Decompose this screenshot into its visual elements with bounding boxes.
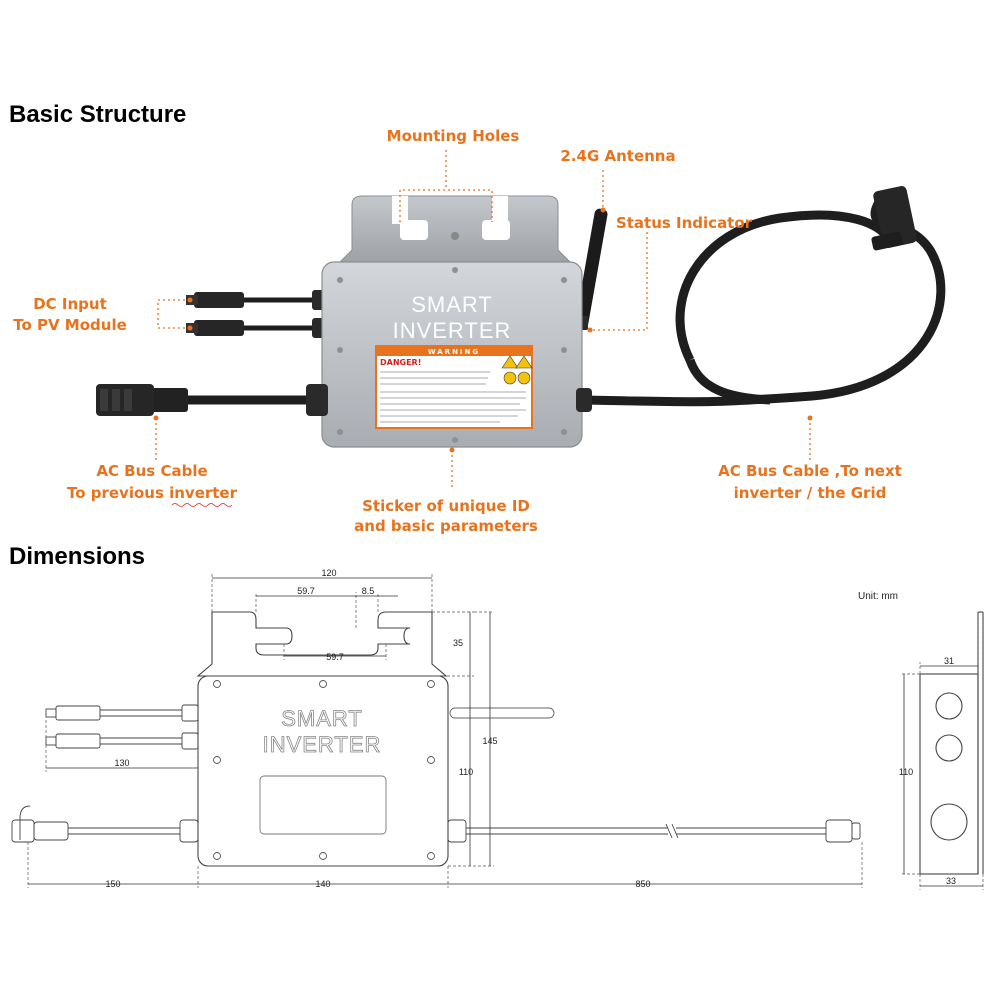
mounting-slot-right — [492, 196, 508, 224]
dimensions-heading: Dimensions — [9, 543, 145, 570]
dim-ext-31 — [919, 612, 979, 674]
dim-flange-outline — [196, 611, 448, 677]
dim-ext-side-110 — [900, 673, 920, 875]
mounting-flange — [338, 195, 572, 263]
dim-140: 140 — [315, 879, 330, 889]
dim-850: 850 — [635, 879, 650, 889]
dim-120: 120 — [321, 568, 336, 578]
dim-130: 130 — [114, 758, 129, 768]
dim-screw-holes — [213, 680, 435, 860]
sticker-title: DANGER! — [380, 358, 421, 367]
ac-gland-left — [306, 384, 328, 416]
dim-ext-59-bottom — [283, 644, 387, 660]
ac-bus-cable-left — [96, 384, 320, 416]
ac-next-label-1: AC Bus Cable ,To next — [718, 462, 902, 480]
dim-ext-120 — [211, 574, 433, 612]
ac-next-label-2: inverter / the Grid — [734, 484, 887, 502]
dim-sticker-outline — [259, 775, 387, 835]
device-label-smart: SMART — [411, 292, 493, 317]
dim-label-inverter: INVERTER — [263, 732, 382, 757]
dim-59-top: 59.7 — [297, 586, 315, 596]
dc-input-leader — [157, 299, 190, 329]
dim-body-outline — [197, 675, 449, 867]
dim-ext-59-top — [255, 592, 357, 628]
dc-input-label-2: To PV Module — [13, 316, 127, 334]
dim-label-smart: SMART — [281, 706, 363, 731]
sticker-label-1: Sticker of unique ID — [362, 497, 530, 515]
dim-35: 35 — [453, 638, 463, 648]
dc-input-cables — [186, 290, 326, 338]
ac-prev-label-2: To previous inverter — [67, 484, 238, 502]
dim-ext-35 — [432, 611, 474, 677]
dim-antenna-outline — [449, 707, 555, 719]
dim-31: 31 — [944, 656, 954, 666]
ac-prev-label-1: AC Bus Cable — [96, 462, 207, 480]
dim-33: 33 — [946, 876, 956, 886]
dim-8-5: 8.5 — [362, 586, 375, 596]
warning-sticker: WARNING DANGER! — [375, 345, 533, 429]
ac-bus-cable-right — [579, 186, 946, 407]
status-indicator-leader — [590, 232, 648, 331]
no-touch-icon — [517, 371, 531, 385]
spellcheck-underline — [171, 503, 233, 507]
dim-dc-cables — [45, 704, 199, 750]
dim-ext-145 — [448, 611, 494, 867]
device-label-inverter: INVERTER — [393, 318, 512, 343]
sticker-label-2: and basic parameters — [354, 517, 538, 535]
mounting-holes-leader — [399, 189, 493, 222]
basic-structure-heading: Basic Structure — [9, 101, 186, 128]
manual-icon — [503, 371, 517, 385]
sticker-band: WARNING — [428, 348, 480, 356]
mounting-holes-label: Mounting Holes — [387, 127, 520, 145]
leader-dots — [153, 207, 813, 453]
dim-ext-33 — [919, 874, 984, 890]
dim-59-bottom: 59.7 — [326, 652, 344, 662]
dim-ac-cables — [11, 805, 861, 843]
status-indicator-label: Status Indicator — [616, 214, 753, 232]
dim-side-110: 110 — [899, 767, 913, 777]
warning-triangle-icon — [501, 355, 519, 369]
mounting-hole-right — [482, 220, 510, 240]
dim-145: 145 — [482, 736, 497, 746]
dc-input-label-1: DC Input — [33, 295, 107, 313]
screw-icon — [451, 232, 459, 240]
side-view — [919, 611, 984, 875]
dim-110: 110 — [459, 767, 473, 777]
ac-gland-right — [576, 388, 592, 412]
antenna-label: 2.4G Antenna — [560, 147, 675, 165]
mounting-hole-left — [400, 220, 428, 240]
dim-ext-bottom — [27, 842, 863, 888]
dim-150: 150 — [105, 879, 120, 889]
hot-surface-icon — [515, 355, 533, 369]
unit-label: Unit: mm — [858, 591, 898, 602]
body-screws — [337, 267, 567, 443]
